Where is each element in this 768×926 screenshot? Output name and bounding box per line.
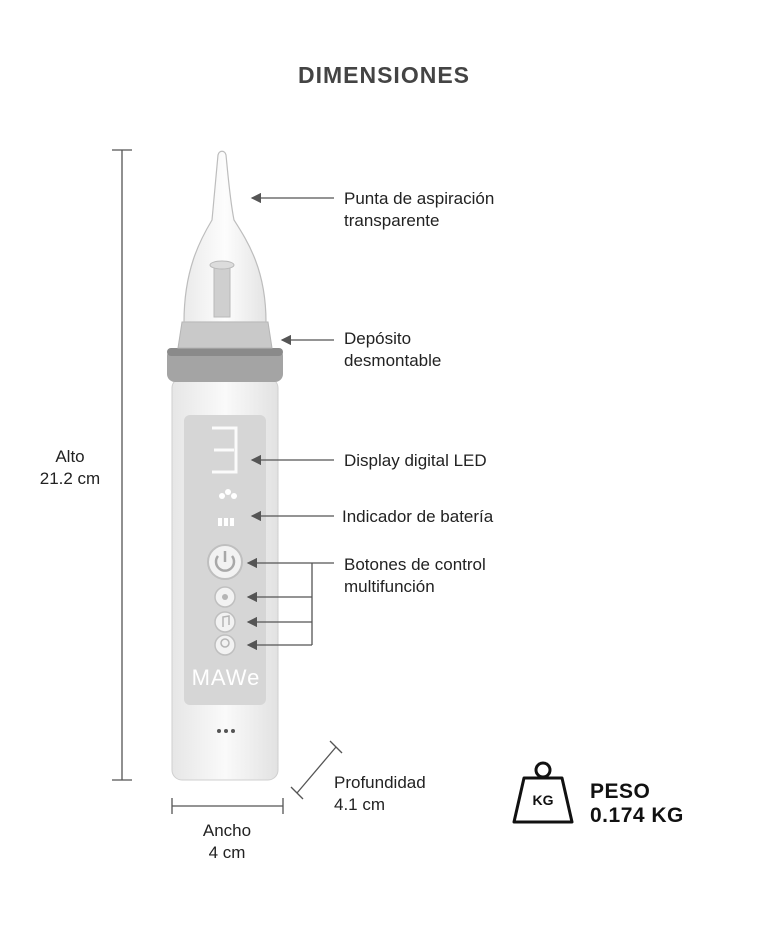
- fan-indicator-icon: [225, 489, 231, 495]
- height-label: Alto 21.2 cm: [39, 447, 101, 488]
- brand-logo: MAWe: [191, 665, 261, 690]
- battery-icon: [218, 518, 234, 526]
- weight-text: PESO 0.174 KG: [590, 780, 684, 827]
- light-button: [214, 634, 236, 656]
- power-button: [207, 544, 243, 580]
- fan-button: [214, 586, 236, 608]
- status-dots: [217, 729, 235, 733]
- aspirator-device: [167, 150, 283, 781]
- weight-icon: [512, 761, 574, 824]
- led-display-icon: [212, 426, 238, 474]
- height-dimension-line: [112, 149, 132, 781]
- depth-dimension-line: [290, 740, 343, 800]
- tip-label: Punta de aspiración transparente: [344, 189, 495, 230]
- buttons-label: Botones de control multifunción: [344, 555, 486, 596]
- music-button: [214, 611, 236, 633]
- width-dimension-line: [171, 798, 284, 814]
- width-label: Ancho 4 cm: [202, 821, 252, 862]
- depth-label: Profundidad 4.1 cm: [334, 773, 426, 814]
- weight-icon-text: KG: [532, 792, 554, 808]
- display-label: Display digital LED: [344, 451, 487, 470]
- battery-label: Indicador de batería: [342, 507, 494, 526]
- deposit-label: Depósito desmontable: [344, 329, 442, 370]
- page-title: DIMENSIONES: [297, 62, 471, 88]
- callout-arrows: [246, 192, 334, 651]
